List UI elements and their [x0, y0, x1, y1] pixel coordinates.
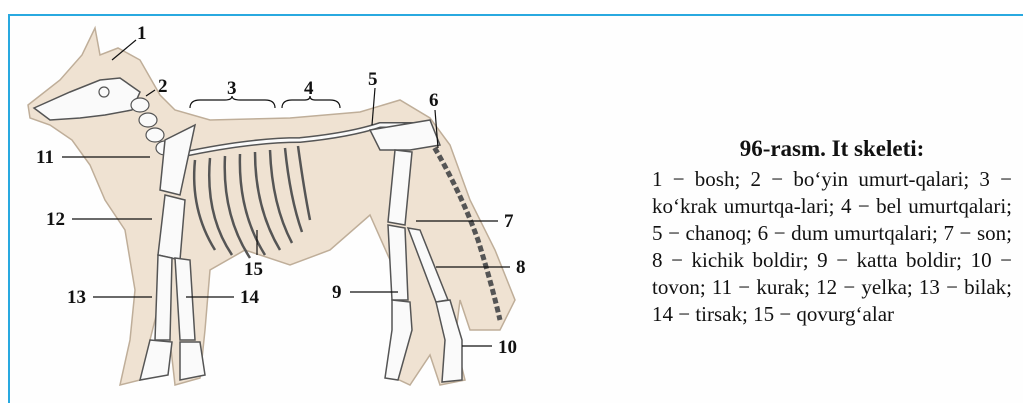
dog-skeleton-illustration [0, 0, 640, 405]
callout-6: 6 [429, 91, 439, 110]
callout-10: 10 [498, 338, 517, 357]
callout-2: 2 [158, 77, 168, 96]
callout-5: 5 [368, 70, 378, 89]
caption-body: 1 − bosh; 2 − bo‘yin umurt-qalari; 3 − k… [652, 166, 1012, 328]
callout-12: 12 [46, 210, 65, 229]
callout-9: 9 [332, 283, 342, 302]
callout-3: 3 [227, 79, 237, 98]
callout-11: 11 [36, 148, 54, 167]
callout-13: 13 [67, 288, 86, 307]
figure-caption: 96-rasm. It skeleti: 1 − bosh; 2 − bo‘yi… [652, 136, 1012, 328]
callout-8: 8 [516, 258, 526, 277]
callout-14: 14 [240, 288, 259, 307]
callout-7: 7 [504, 212, 514, 231]
callout-15: 15 [244, 260, 263, 279]
callout-1: 1 [137, 24, 147, 43]
caption-title: 96-rasm. It skeleti: [652, 136, 1012, 162]
callout-4: 4 [304, 79, 314, 98]
